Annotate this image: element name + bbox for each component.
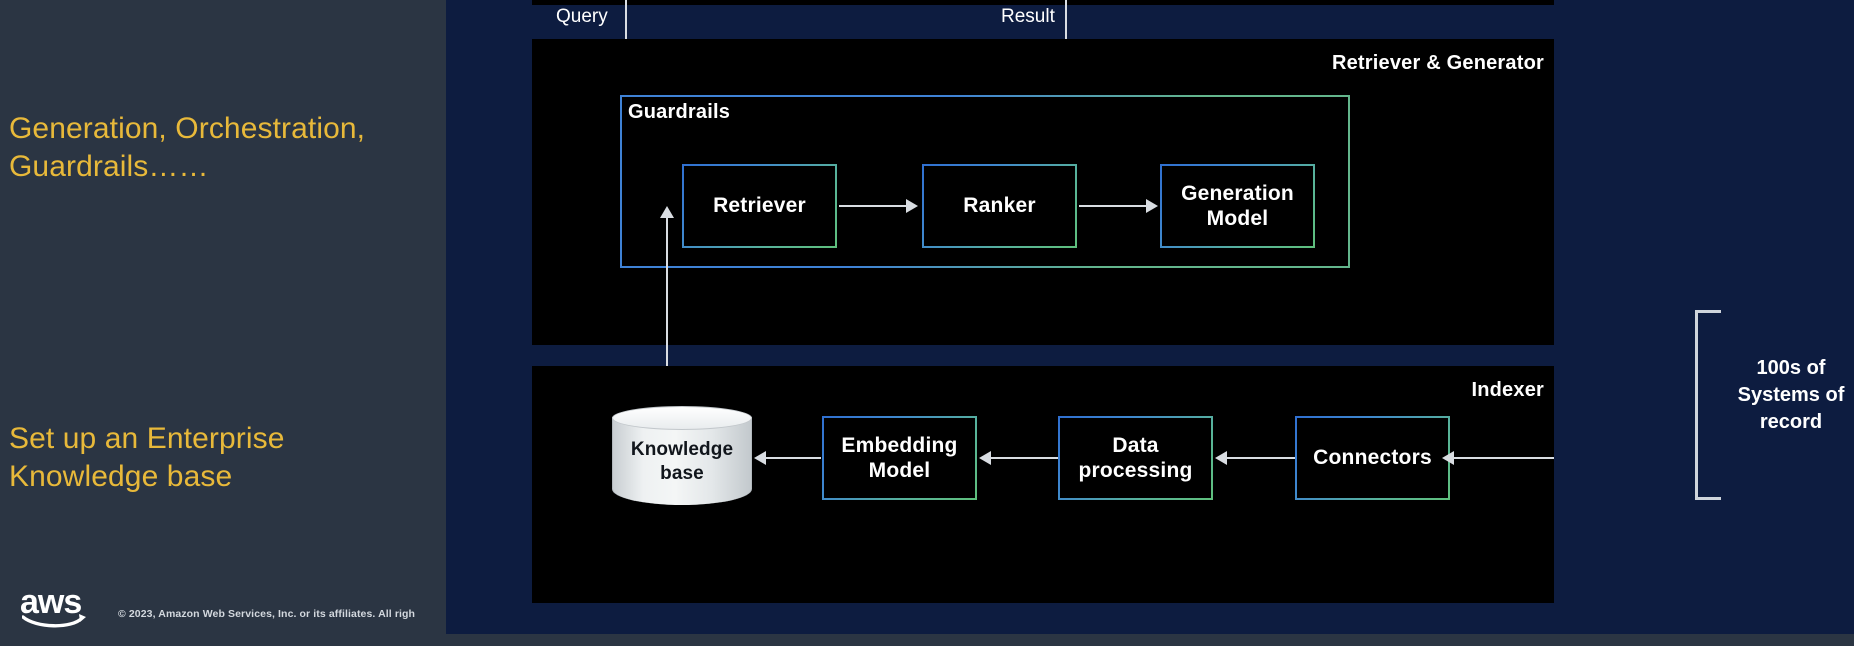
node-connectors-label: Connectors bbox=[1313, 446, 1432, 470]
indexer-panel: Indexer Knowledge base Embedding Model D… bbox=[532, 366, 1554, 603]
retriever-generator-title: Retriever & Generator bbox=[1331, 52, 1544, 74]
left-notes-panel: Generation, Orchestration, Guardrails…… … bbox=[0, 0, 446, 646]
arrow-kb-to-retriever-head bbox=[660, 206, 674, 218]
bottom-edge-strip bbox=[446, 634, 1854, 646]
node-retriever-label: Retriever bbox=[713, 194, 806, 218]
label-result: Result bbox=[1001, 6, 1055, 27]
cylinder-top-ellipse bbox=[612, 406, 752, 430]
node-connectors[interactable]: Connectors bbox=[1295, 416, 1450, 500]
node-ranker-label: Ranker bbox=[963, 194, 1036, 218]
retriever-generator-panel: Retriever & Generator Guardrails Retriev… bbox=[532, 39, 1554, 345]
arrow-ranker-to-generation-line bbox=[1079, 205, 1147, 207]
systems-of-record-bracket bbox=[1695, 310, 1721, 500]
slide-content-area: Query Result Retriever & Generator Guard… bbox=[446, 0, 1854, 634]
cylinder-body bbox=[612, 417, 752, 505]
guardrails-label: Guardrails bbox=[628, 101, 731, 123]
node-data-processing[interactable]: Data processing bbox=[1058, 416, 1213, 500]
systems-of-record-caption: 100s of Systems of record bbox=[1737, 357, 1845, 433]
node-retriever[interactable]: Retriever bbox=[682, 164, 837, 248]
node-embedding-model[interactable]: Embedding Model bbox=[822, 416, 977, 500]
knowledge-base-cylinder[interactable]: Knowledge base bbox=[612, 406, 752, 511]
arrow-connectors-to-dataproc-line bbox=[1226, 457, 1295, 459]
node-generation-model[interactable]: Generation Model bbox=[1160, 164, 1315, 248]
arrow-kb-to-retriever-line bbox=[666, 212, 668, 412]
arrow-embedding-to-kb-head bbox=[754, 451, 766, 465]
indexer-title: Indexer bbox=[1471, 379, 1544, 401]
arrow-systems-to-connectors-head bbox=[1442, 451, 1454, 465]
node-embedding-model-label: Embedding Model bbox=[841, 433, 958, 482]
arrow-dataproc-to-embedding-head bbox=[979, 451, 991, 465]
label-query: Query bbox=[556, 6, 608, 27]
heading-generation-orchestration-guardrails: Generation, Orchestration, Guardrails…… bbox=[9, 112, 366, 184]
arrow-connectors-to-dataproc-head bbox=[1215, 451, 1227, 465]
heading-setup-enterprise-knowledge-base: Set up an Enterprise Knowledge base bbox=[9, 422, 285, 494]
aws-logo: aws bbox=[20, 583, 92, 631]
knowledge-base-label: Knowledge base bbox=[630, 439, 734, 484]
node-ranker[interactable]: Ranker bbox=[922, 164, 1077, 248]
arrow-embedding-to-kb-line bbox=[766, 457, 821, 459]
arrow-retriever-to-ranker-line bbox=[839, 205, 907, 207]
arrow-ranker-to-generation-head bbox=[1146, 199, 1158, 213]
node-generation-model-label: Generation Model bbox=[1181, 181, 1294, 230]
arrow-systems-to-connectors-line bbox=[1452, 457, 1554, 459]
aws-smile-icon bbox=[22, 614, 86, 628]
arrow-retriever-to-ranker-head bbox=[906, 199, 918, 213]
arrow-dataproc-to-embedding-line bbox=[990, 457, 1058, 459]
node-data-processing-label: Data processing bbox=[1078, 433, 1193, 482]
cutoff-panel-above bbox=[532, 0, 1554, 5]
copyright-text: © 2023, Amazon Web Services, Inc. or its… bbox=[118, 608, 416, 620]
aws-wordmark-text: aws bbox=[20, 583, 82, 621]
